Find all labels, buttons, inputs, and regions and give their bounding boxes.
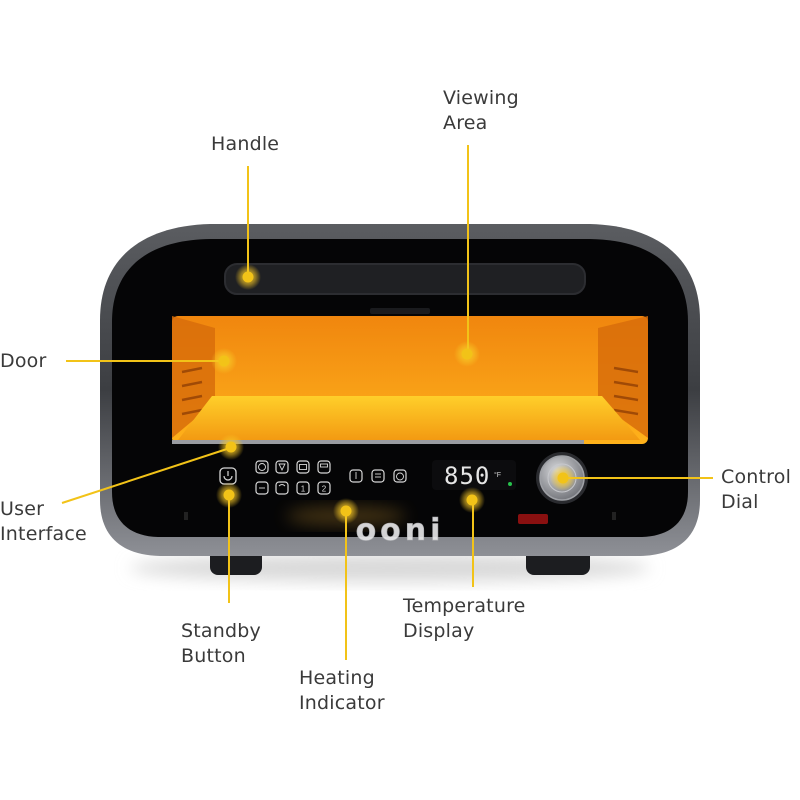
temperature-display-dot	[459, 487, 485, 513]
preset-button-1[interactable]: 1	[296, 481, 310, 495]
viewing-area-dot	[454, 341, 480, 367]
callout-lines	[61, 145, 713, 660]
preset-2-label: 2	[322, 485, 327, 494]
viewing-area-label: Viewing Area	[443, 87, 519, 134]
preset-button-2[interactable]: 2	[317, 481, 331, 495]
user-interface-leader	[61, 447, 231, 504]
user-interface-label: User Interface	[0, 498, 87, 545]
temperature-value: 850	[444, 462, 490, 490]
handle-label: Handle	[211, 133, 280, 155]
heating-indicator-label: Heating Indicator	[299, 667, 385, 714]
control-dial-dot	[550, 465, 576, 491]
cooking-mode-buttons[interactable]	[255, 460, 331, 495]
ready-indicator-light	[508, 482, 512, 486]
rack-slots	[181, 366, 639, 416]
door-label: Door	[0, 350, 47, 372]
door-dot	[211, 348, 237, 374]
temperature-unit: °F	[494, 471, 501, 479]
rear-power-switch	[518, 514, 548, 524]
function-buttons[interactable]	[349, 469, 407, 483]
standby-dot	[216, 482, 242, 508]
power-icon	[223, 475, 233, 481]
preset-1-label: 1	[301, 485, 306, 494]
oven-handle	[224, 263, 586, 295]
brand-logo: ooni	[356, 513, 445, 548]
heating-indicator-dot	[333, 498, 359, 524]
pizza-style-icons	[258, 463, 328, 489]
callout-dots	[211, 264, 576, 524]
standby-button-label: Standby Button	[181, 620, 261, 667]
timer-icon	[396, 472, 404, 481]
temperature-display-label: Temperature Display	[403, 595, 526, 642]
temperature-display-window	[432, 460, 516, 490]
control-dial-label: Control Dial	[721, 466, 792, 513]
baking-stone	[178, 396, 640, 440]
handle-dot	[235, 264, 261, 290]
user-interface-dot	[218, 434, 244, 460]
